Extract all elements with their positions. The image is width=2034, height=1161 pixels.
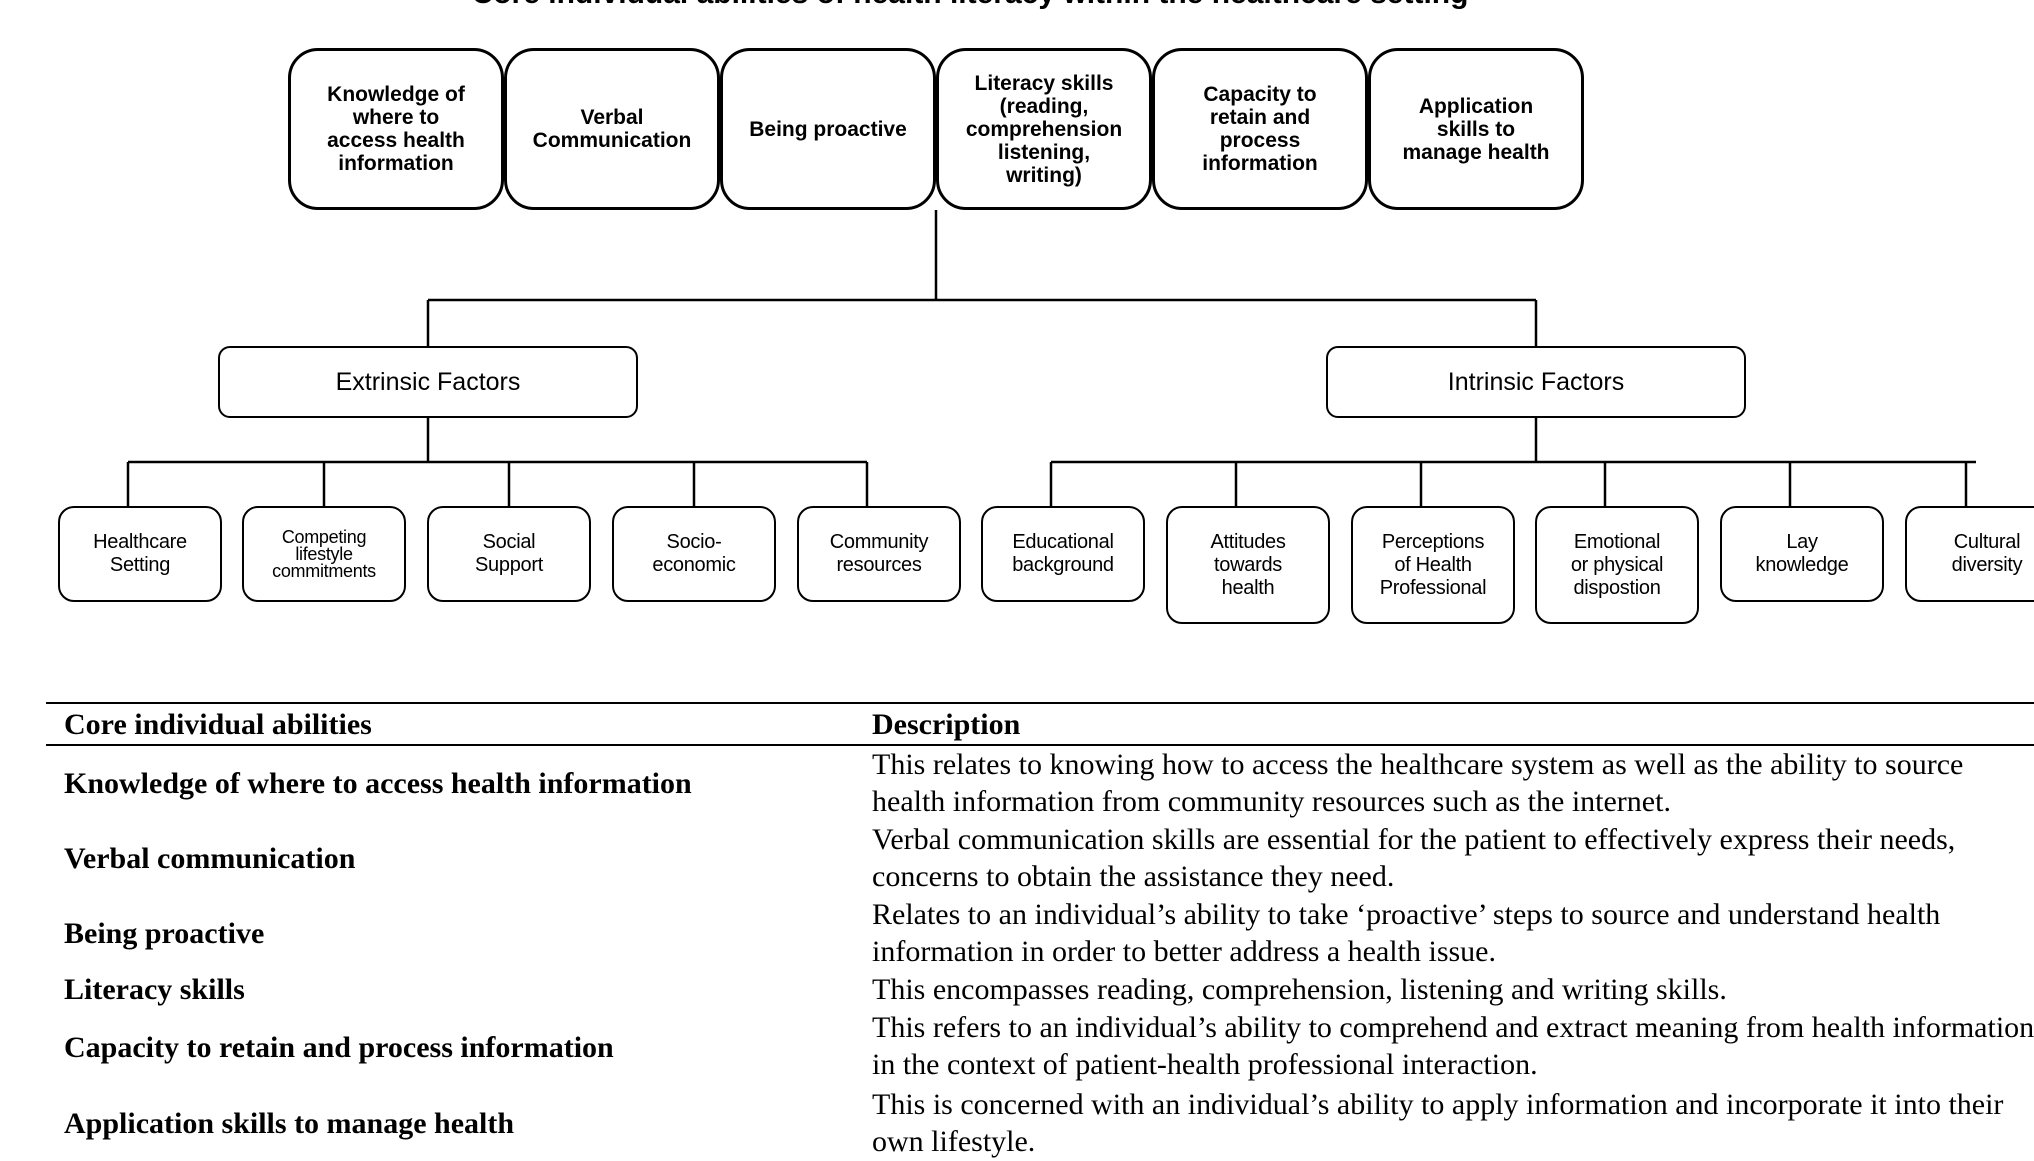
diagram-title: Core individual abilities of health lite… xyxy=(300,0,1640,10)
table-row: Application skills to manage health This… xyxy=(46,1086,2034,1161)
intrinsic-perceptions-of-health-professional: Perceptions of Health Professional xyxy=(1351,506,1515,624)
table-header-description: Description xyxy=(872,708,1021,741)
ability-literacy-skills: Literacy skills (reading, comprehension … xyxy=(936,48,1152,210)
intrinsic-cultural-diversity: Cultural diversity xyxy=(1905,506,2034,602)
ability-being-proactive: Being proactive xyxy=(720,48,936,210)
extrinsic-social-support: Social Support xyxy=(427,506,591,602)
table-cell-ability: Literacy skills xyxy=(64,973,245,1006)
table-cell-ability: Application skills to manage health xyxy=(64,1106,515,1140)
table-cell-description: This encompasses reading, comprehension,… xyxy=(872,973,1727,1006)
extrinsic-healthcare-setting: Healthcare Setting xyxy=(58,506,222,602)
table-cell-description: This is concerned with an individual’s a… xyxy=(872,1088,2004,1158)
table-header-row: Core individual abilities Description xyxy=(46,702,2034,746)
table-cell-ability: Knowledge of where to access health info… xyxy=(64,766,692,800)
table-cell-ability: Verbal communication xyxy=(64,841,356,875)
table-cell-description: Relates to an individual’s ability to ta… xyxy=(872,898,1941,968)
table-row: Verbal communication Verbal communicatio… xyxy=(46,821,2034,896)
intrinsic-factors-node: Intrinsic Factors xyxy=(1326,346,1746,418)
intrinsic-emotional-or-physical-disposition: Emotional or physical dispostion xyxy=(1535,506,1699,624)
extrinsic-community-resources: Community resources xyxy=(797,506,961,602)
table-row: Capacity to retain and process informati… xyxy=(46,1009,2034,1086)
extrinsic-factors-node: Extrinsic Factors xyxy=(218,346,638,418)
extrinsic-competing-lifestyle: Competing lifestyle commitments xyxy=(242,506,406,602)
table-cell-ability: Being proactive xyxy=(64,916,265,950)
intrinsic-lay-knowledge: Lay knowledge xyxy=(1720,506,1884,602)
table-row: Knowledge of where to access health info… xyxy=(46,746,2034,821)
abilities-description-table: Core individual abilities Description Kn… xyxy=(46,702,2034,1161)
table-cell-description: Verbal communication skills are essentia… xyxy=(872,823,1956,893)
intrinsic-educational-background: Educational background xyxy=(981,506,1145,602)
ability-verbal-communication: Verbal Communication xyxy=(504,48,720,210)
table-row: Literacy skills This encompasses reading… xyxy=(46,971,2034,1009)
extrinsic-socio-economic: Socio- economic xyxy=(612,506,776,602)
table-cell-description: This relates to knowing how to access th… xyxy=(872,748,1964,818)
table-header-abilities: Core individual abilities xyxy=(64,708,372,741)
intrinsic-attitudes-towards-health: Attitudes towards health xyxy=(1166,506,1330,624)
ability-knowledge-of-where-to-access: Knowledge of where to access health info… xyxy=(288,48,504,210)
table-row: Being proactive Relates to an individual… xyxy=(46,896,2034,971)
table-cell-ability: Capacity to retain and process informati… xyxy=(64,1030,614,1064)
ability-application-skills: Application skills to manage health xyxy=(1368,48,1584,210)
table-cell-description: This refers to an individual’s ability t… xyxy=(872,1011,2034,1081)
ability-capacity-to-retain: Capacity to retain and process informati… xyxy=(1152,48,1368,210)
